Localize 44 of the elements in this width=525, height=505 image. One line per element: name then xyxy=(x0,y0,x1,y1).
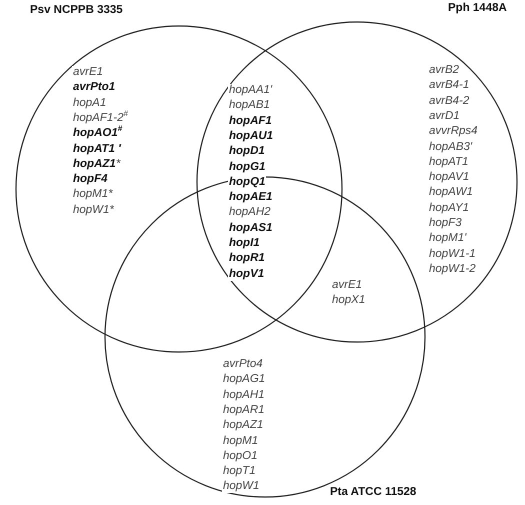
gene-name: hopAB1 xyxy=(228,99,271,112)
gene-name: hopAG1 xyxy=(222,373,266,386)
gene-name: hopAW1 xyxy=(428,186,474,200)
gene-name: hopAS1 xyxy=(228,222,274,235)
gene-name: hopAE1 xyxy=(228,191,274,204)
gene-name: avvrRps4 xyxy=(428,125,479,138)
gene-name: hopAH1 xyxy=(222,388,266,402)
gene-name: hopX1 xyxy=(331,294,366,308)
gene-name: hopAT1 xyxy=(428,156,470,169)
set-title: Pph 1448A xyxy=(448,2,507,14)
gene-name: hopAH2 xyxy=(228,206,272,220)
set-title: Psv NCPPB 3335 xyxy=(30,4,123,16)
gene-name: hopI1 xyxy=(228,237,261,250)
gene-name: hopAV1 xyxy=(428,171,470,184)
set-title: Pta ATCC 11528 xyxy=(330,486,416,498)
gene-name: hopAB3' xyxy=(428,140,474,154)
gene-name: hopF3 xyxy=(428,217,463,230)
gene-name: hopR1 xyxy=(228,252,266,266)
gene-name: hopM1' xyxy=(428,232,468,246)
gene-name: hopAF1-2$^{#}$ xyxy=(72,112,129,125)
gene-name: hopAO1$^{#}$ xyxy=(72,127,124,140)
gene-name: hopO1 xyxy=(222,450,259,463)
gene-name: hopG1 xyxy=(228,160,266,174)
gene-name: hopW1* xyxy=(72,204,115,217)
gene-name: hopM1* xyxy=(72,188,114,202)
gene-name: hopAZ1* xyxy=(72,158,122,171)
gene-name: hopAU1 xyxy=(228,130,274,143)
gene-name: hopT1 xyxy=(222,465,257,478)
gene-name: hopW1 xyxy=(222,480,260,494)
venn-circle xyxy=(196,2,519,344)
gene-name: hopAA1' xyxy=(228,84,274,97)
gene-name: hopAF1 xyxy=(228,114,273,128)
gene-name: hopA1 xyxy=(72,96,108,110)
gene-name: hopM1 xyxy=(222,434,260,448)
gene-name: hopAT1 ′ xyxy=(72,142,122,156)
gene-name: hopF4 xyxy=(72,173,108,186)
gene-name: hopD1 xyxy=(228,145,266,158)
gene-name: hopV1 xyxy=(228,268,266,281)
gene-name: hopAY1 xyxy=(428,202,470,215)
gene-name: hopQ1 xyxy=(228,176,266,189)
gene-name: hopW1-1 xyxy=(428,248,477,261)
gene-name: hopAR1 xyxy=(222,404,266,417)
gene-name: hopW1-2 xyxy=(428,262,477,276)
gene-name: hopAZ1 xyxy=(222,419,264,432)
